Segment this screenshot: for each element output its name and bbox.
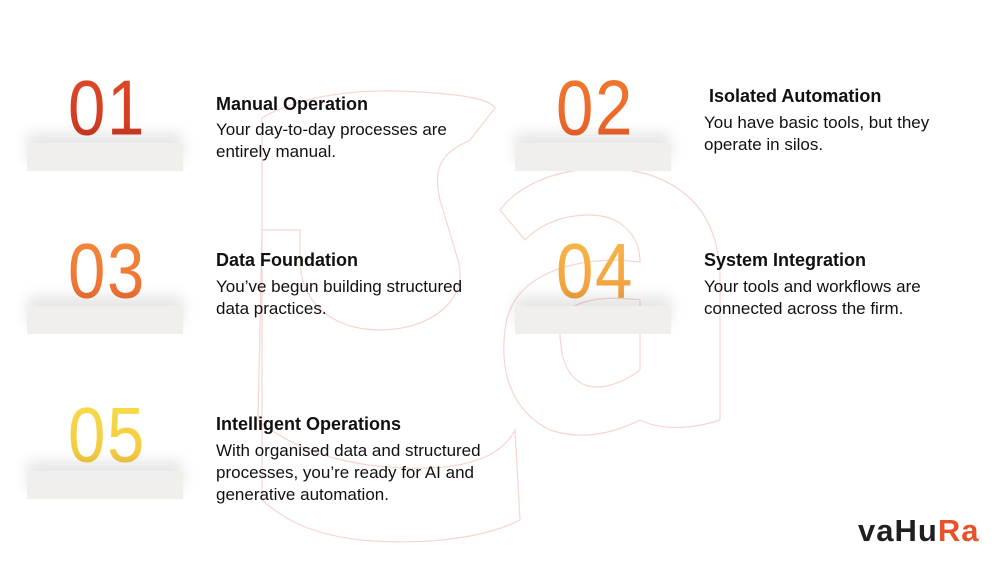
step-number-02-container: 02 bbox=[515, 66, 675, 156]
step-description: Your day-to-day processes are entirely m… bbox=[216, 120, 447, 161]
number-shelf bbox=[27, 471, 183, 499]
step-title: Intelligent Operations bbox=[216, 414, 402, 434]
number-shelf bbox=[515, 306, 671, 334]
brand-logo-accent: Ra bbox=[937, 513, 980, 548]
step-number-01-container: 01 bbox=[27, 66, 187, 156]
number-shelf bbox=[27, 143, 183, 171]
step-number-03-container: 03 bbox=[27, 229, 187, 319]
step-number-02: 02 bbox=[529, 70, 660, 148]
step-title: Isolated Automation bbox=[709, 86, 882, 106]
step-description: With organised data and structured proce… bbox=[216, 441, 481, 504]
step-description: You’ve begun building structured data pr… bbox=[216, 277, 463, 318]
step-number-04-container: 04 bbox=[515, 229, 675, 319]
step-title: System Integration bbox=[704, 250, 867, 270]
step-number-04: 04 bbox=[529, 233, 660, 311]
step-title: Manual Operation bbox=[216, 94, 369, 114]
step-number-05: 05 bbox=[41, 397, 172, 475]
step-number-05-container: 05 bbox=[27, 393, 187, 483]
number-shelf bbox=[515, 143, 671, 171]
step-description: Your tools and workflows are connected a… bbox=[704, 277, 921, 318]
step-description: You have basic tools, but they operate i… bbox=[704, 113, 930, 154]
brand-logo-dark: vaHu bbox=[858, 513, 938, 548]
step-title: Data Foundation bbox=[216, 250, 358, 270]
number-shelf bbox=[27, 306, 183, 334]
step-number-01: 01 bbox=[41, 70, 172, 148]
step-number-03: 03 bbox=[41, 233, 172, 311]
